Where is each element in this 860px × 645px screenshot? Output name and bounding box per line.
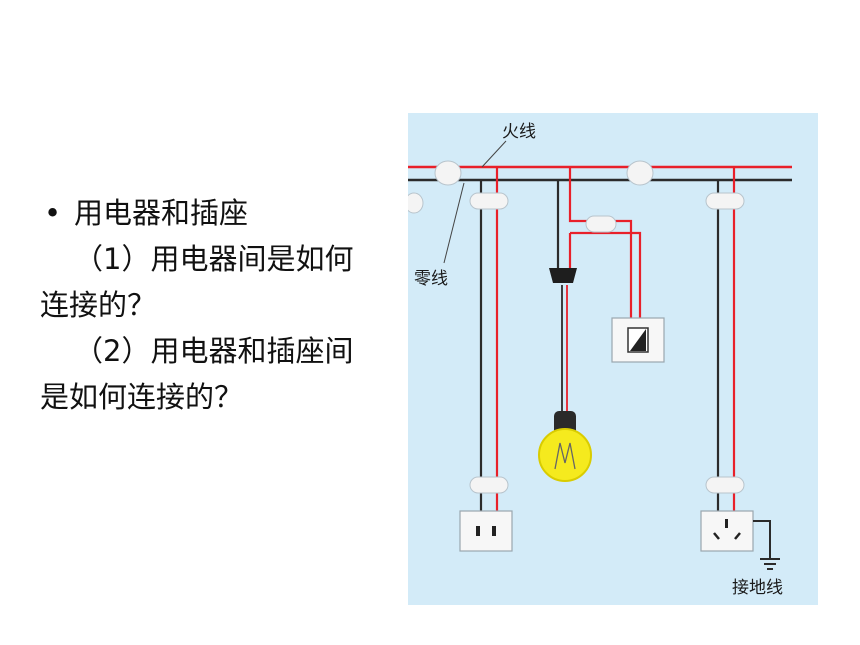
clip-top-left — [434, 160, 462, 186]
question-2-line-1: （2）用电器和插座间 — [74, 334, 354, 368]
clip-right-top — [705, 192, 745, 210]
lamp-holder — [549, 268, 577, 283]
bullet-item: • 用电器和插座 — [40, 190, 400, 236]
socket-pin-left — [476, 526, 480, 536]
ground-wire — [753, 520, 771, 559]
question-text: • 用电器和插座 （1）用电器间是如何 连接的？ （2）用电器和插座间 是如何连… — [40, 190, 400, 420]
clip-left-edge — [408, 192, 424, 214]
switch-live-in — [568, 167, 633, 320]
socket-pin-slant-left — [713, 532, 720, 540]
bullet-dot: • — [44, 196, 62, 230]
circuit-diagram: 火线 零线 接地线 — [408, 113, 818, 605]
clip-switch — [585, 215, 617, 233]
live-leader-line — [481, 140, 507, 168]
label-ground-wire: 接地线 — [732, 578, 783, 598]
question-1-line-2: 连接的？ — [40, 288, 157, 322]
clip-left-bottom — [469, 476, 509, 494]
heading: 用电器和插座 — [74, 196, 249, 230]
clip-left-top — [469, 192, 509, 210]
clip-top-right — [626, 160, 654, 186]
three-pin-socket — [700, 510, 754, 552]
circuit-drawing — [408, 140, 792, 570]
socket-pin-right — [492, 526, 496, 536]
question-2-line-2: 是如何连接的？ — [40, 380, 244, 414]
socket-pin-slant-right — [734, 532, 741, 540]
socket-pin-top — [725, 519, 728, 528]
label-live-wire: 火线 — [502, 122, 536, 142]
two-pin-socket — [459, 510, 513, 552]
clip-right-bottom — [705, 476, 745, 494]
bulb-glass — [538, 428, 592, 482]
question-1-line-1: （1）用电器间是如何 — [74, 242, 354, 276]
neutral-leader-line — [443, 182, 465, 264]
bulb-filament — [554, 442, 576, 470]
label-neutral-wire: 零线 — [414, 269, 448, 289]
switch-toggle-shadow — [630, 329, 646, 351]
switch-live-out — [570, 231, 642, 320]
